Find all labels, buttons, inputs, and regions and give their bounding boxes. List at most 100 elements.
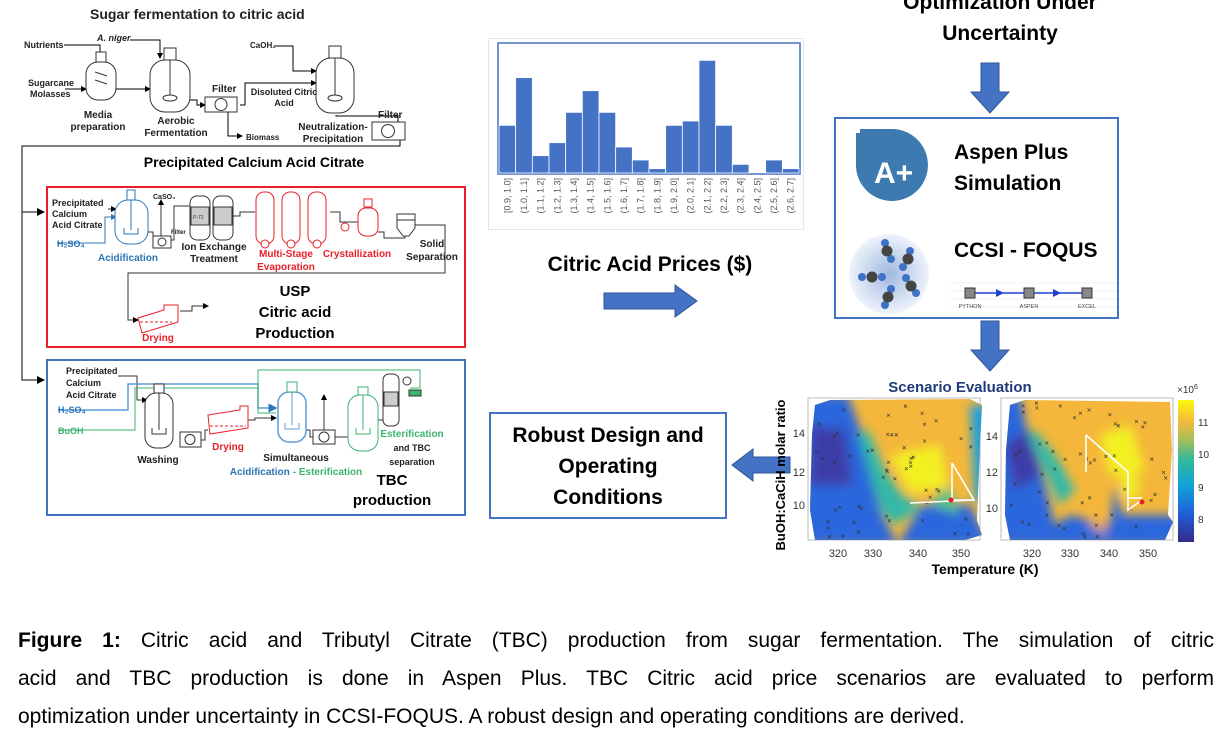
usp-acidification-label: Acidification [98,253,158,264]
tbc-filter [179,431,202,448]
sample-point-marker [920,518,925,523]
usp-title-1: USP [280,283,311,300]
citric-acid-prices-label: Citric Acid Prices ($) [547,253,753,276]
foqus-logo-icon [849,234,929,314]
sample-point-marker [959,436,963,441]
y-tick-1-12: 12 [793,467,805,479]
washing-vessel [144,383,174,449]
histogram-bin-label: (2.6, 2.7] [786,178,796,214]
sample-point-marker [1081,531,1086,536]
ccsi-foqus-label: CCSI - FOQUS [954,239,1098,262]
sample-point-marker [1035,406,1039,410]
simulation-tools-box: A+ Aspen Plus Simulation CCSI - FOQUS PY… [834,117,1119,319]
aerobic-fermenter-vessel [149,47,191,113]
sample-point-marker [1013,482,1017,486]
colorbar-tick-9: 9 [1198,483,1204,494]
label-molasses: Molasses [30,89,71,99]
sample-point-marker [1058,404,1063,408]
sample-point-marker [890,433,894,437]
sample-point-marker [928,495,932,499]
sample-point-marker [909,456,913,461]
sample-point-marker [1095,534,1099,539]
media-preparation-vessel [85,51,117,101]
sample-point-marker [1163,476,1168,480]
sample-point-marker [1094,513,1098,517]
sample-point-marker [827,535,832,539]
histogram-bin-label: (1.5, 1.6] [602,178,612,214]
sample-point-marker [866,449,870,453]
heatmap-panel-1 [810,399,982,540]
filter-1 [204,96,238,113]
sample-point-marker [1051,449,1055,454]
histogram-bar [548,142,567,174]
sample-point-marker [904,467,909,471]
sample-point-marker [1057,523,1061,528]
usp-drying-label: Drying [142,333,174,344]
sample-point-marker [894,433,898,437]
histogram-bin-label: (1.6, 1.7] [619,178,629,214]
sample-point-marker [826,526,830,530]
sample-point-marker [884,514,889,518]
caption-label: Figure 1: [18,629,121,652]
sample-point-marker [1020,520,1025,524]
sample-point-marker [922,422,927,427]
left-arrow-icon [731,447,791,483]
tbc-section-box [46,359,466,516]
sample-point-marker [1087,496,1092,500]
colorbar-tick-8: 8 [1198,515,1204,526]
histogram-bin-label: (2.1, 2.2] [702,178,712,214]
usp-feed-label-3: Acid Citrate [52,220,103,230]
sample-point-marker [1038,442,1042,446]
x-tick-1-330: 330 [864,548,882,560]
histogram-bin-label: (1.1, 1.2] [536,178,546,214]
histogram-bin-label: (2.3, 2.4] [736,178,746,214]
histogram-bar [515,77,533,174]
sample-point-marker [1153,492,1157,497]
histogram-bin-label: (1.7, 1.8] [636,178,646,214]
optimization-title-line-1: Optimization Under [903,0,1097,14]
sample-point-marker [870,448,875,452]
sample-point-marker [1134,524,1138,529]
simultaneous-reactor [277,381,307,443]
multi-stage-label: Multi-Stage [259,249,313,260]
sample-point-marker [924,488,928,493]
aspen-plus-label: Aspen Plus [954,141,1069,164]
histogram-bin-label: (1.4, 1.5] [586,178,596,214]
tbc-acidification-label: Acidification [230,467,290,478]
column-tag: P-72 [193,215,204,221]
sample-point-marker [842,408,846,412]
simulation-label: Simulation [954,172,1062,195]
sample-point-marker [1143,420,1147,425]
sample-point-marker [1045,501,1049,505]
sample-point-marker [881,475,886,480]
y-tick-2-12: 12 [986,467,998,479]
evaporation-label: Evaporation [257,262,315,273]
sample-point-marker [1082,535,1087,539]
sample-point-marker [841,534,845,538]
histogram-bin-label: (2.2, 2.3] [719,178,729,214]
sample-point-marker [884,468,889,472]
x-tick-1-320: 320 [829,548,847,560]
usp-caso4-label: CaSO₄ [153,194,175,201]
y-tick-2-14: 14 [986,431,998,443]
sample-point-marker [1108,412,1112,417]
usp-h2so4-label: H₂SO₄ [57,239,85,249]
multi-stage-evaporators [255,191,327,249]
simultaneous-label: Simultaneous [263,453,329,464]
sample-point-marker [1087,408,1091,412]
sample-point-marker [922,439,927,443]
sample-point-marker [1088,461,1093,465]
sample-point-marker [838,505,842,510]
sample-point-marker [852,520,856,525]
sample-point-marker [1094,523,1099,528]
optimum-point-2 [1139,499,1145,505]
colorbar [1178,400,1194,542]
x-tick-1-350: 350 [952,548,970,560]
flow-node-excel [1081,287,1093,299]
sample-point-marker [1109,513,1114,517]
sample-point-marker [1037,490,1042,494]
filter-2 [371,121,406,141]
tbc-h2so4-label: H₂SO₄ [58,405,86,415]
sample-point-marker [1134,419,1139,424]
label-preparation: preparation [70,122,125,133]
